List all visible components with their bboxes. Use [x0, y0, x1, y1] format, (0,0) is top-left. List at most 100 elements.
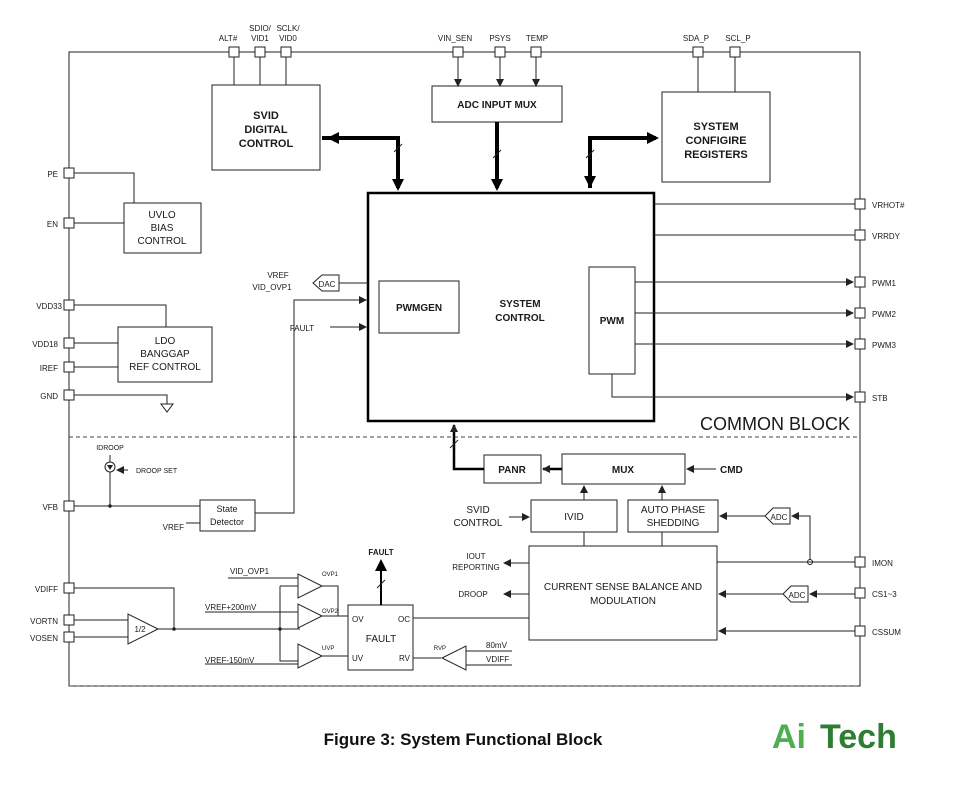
- logo-tech: Tech: [820, 718, 897, 756]
- label-pe: PE: [47, 170, 58, 179]
- sysconf-label-3: REGISTERS: [684, 149, 748, 161]
- pwmgen-label: PWMGEN: [396, 303, 442, 314]
- fault-rv-label: RV: [399, 654, 411, 663]
- wire-pe: [74, 172, 135, 203]
- state-vref-label: VREF: [163, 523, 184, 532]
- wire-ovp1-out: [322, 585, 339, 616]
- right-pins: VRHOT# VRRDY PWM1 PWM2 PWM3 STB IMON CS1…: [854, 198, 905, 637]
- wire-panr-control: [450, 424, 484, 471]
- wire-state-control: [255, 296, 367, 514]
- wire-stb: [611, 374, 854, 401]
- label-alt: ALT#: [219, 34, 238, 43]
- pin-vrrdy: [854, 229, 866, 241]
- label-vdiff: VDIFF: [35, 585, 58, 594]
- pin-pwm1: [854, 276, 866, 288]
- uvp-label: UVP: [322, 646, 334, 652]
- idroop-label: IDROOP: [96, 445, 124, 452]
- label-imon: IMON: [872, 559, 893, 568]
- bus-slash-1: [393, 143, 403, 153]
- label-vin-sen: VIN_SEN: [438, 34, 472, 43]
- label-cs: CS1~3: [872, 590, 897, 599]
- current-source-arrow-icon: [107, 465, 113, 470]
- pin-vosen: [63, 631, 75, 643]
- bus-slash-4: [449, 439, 459, 449]
- system-control-label-2: CONTROL: [495, 313, 544, 324]
- auto-phase-label-2: SHEDDING: [647, 518, 700, 529]
- vref-150-label: VREF-150mV: [205, 656, 255, 665]
- logo-ai: Ai: [772, 718, 806, 756]
- current-sense-label-2: MODULATION: [590, 596, 656, 607]
- vid-ovp1-in-label: VID_OVP1: [230, 567, 270, 576]
- sysconf-label-1: SYSTEM: [693, 121, 738, 133]
- label-vdd33: VDD33: [36, 302, 62, 311]
- panr-block: [483, 454, 542, 484]
- adc-cs-block: [782, 585, 809, 603]
- pwm-label: PWM: [600, 316, 624, 327]
- svid-digital-control-block: [211, 84, 321, 171]
- label-pwm1: PWM1: [872, 279, 897, 288]
- label-vrrdy: VRRDY: [872, 232, 901, 241]
- dac-label: DAC: [319, 280, 336, 289]
- auto-phase-block: [627, 499, 719, 533]
- fault-in-label: FAULT: [290, 324, 314, 333]
- bus-slash-5: [376, 579, 386, 589]
- rvp-label: RVP: [434, 646, 446, 652]
- label-en: EN: [47, 220, 58, 229]
- label-sclk-2: VID0: [279, 34, 297, 43]
- label-temp: TEMP: [526, 34, 548, 43]
- svid-control-label-1: SVID: [466, 505, 489, 516]
- label-vosen: VOSEN: [30, 634, 58, 643]
- system-control-label-1: SYSTEM: [499, 299, 540, 310]
- label-cssum: CSSUM: [872, 628, 901, 637]
- bus-slash-2: [492, 149, 502, 159]
- ldo-block: [117, 326, 213, 383]
- pin-vortn: [63, 614, 75, 626]
- state-detector-label-2: Detector: [210, 517, 244, 527]
- pin-psys: [494, 46, 506, 58]
- mux-label: MUX: [612, 465, 635, 476]
- label-scl: SCL_P: [725, 34, 750, 43]
- label-sclk-1: SCLK/: [276, 24, 300, 33]
- fault-ov-label: OV: [352, 615, 364, 624]
- pin-pwm3: [854, 338, 866, 350]
- pin-vdiff: [63, 582, 75, 594]
- mv80-label: 80mV: [486, 641, 508, 650]
- label-pwm2: PWM2: [872, 310, 897, 319]
- pin-scl: [729, 46, 741, 58]
- pin-vdd18: [63, 337, 75, 349]
- pin-vdd33: [63, 299, 75, 311]
- ovp2-comparator: [297, 603, 324, 629]
- label-vrhot: VRHOT#: [872, 201, 905, 210]
- svid-control-label-2: CONTROL: [454, 518, 503, 529]
- pin-vin-sen: [452, 46, 464, 58]
- wire-imon-adc: [791, 512, 811, 562]
- common-block-label: COMMON BLOCK: [700, 414, 850, 434]
- fault-label: FAULT: [366, 634, 396, 645]
- pin-sda: [692, 46, 704, 58]
- rvp-vdiff-label: VDIFF: [486, 655, 509, 664]
- figure-caption: Figure 3: System Functional Block: [324, 730, 603, 749]
- state-detector-block: [199, 499, 256, 532]
- wire-gnd: [74, 394, 168, 404]
- fault-uv-label: UV: [352, 654, 364, 663]
- sysconf-label-2: CONFIGIRE: [685, 135, 746, 147]
- iout-label-1: IOUT: [466, 552, 485, 561]
- pin-sclk: [280, 46, 292, 58]
- amp-junction: [172, 627, 176, 631]
- ivid-label: IVID: [564, 512, 583, 523]
- ovp1-comparator: [297, 573, 324, 599]
- label-psys: PSYS: [489, 34, 510, 43]
- wire-vdd33: [74, 304, 167, 327]
- pin-pe: [63, 167, 75, 179]
- label-vdd18: VDD18: [32, 340, 58, 349]
- pin-gnd: [63, 389, 75, 401]
- uvlo-label-3: CONTROL: [138, 236, 187, 247]
- half-label: 1/2: [134, 625, 146, 634]
- fault-oc-label: OC: [398, 615, 410, 624]
- pin-iref: [63, 361, 75, 373]
- label-sda: SDA_P: [683, 34, 709, 43]
- pin-sdio: [254, 46, 266, 58]
- adc-imon-block: [764, 507, 791, 525]
- droop-label: DROOP: [458, 590, 487, 599]
- cmd-label: CMD: [720, 465, 743, 476]
